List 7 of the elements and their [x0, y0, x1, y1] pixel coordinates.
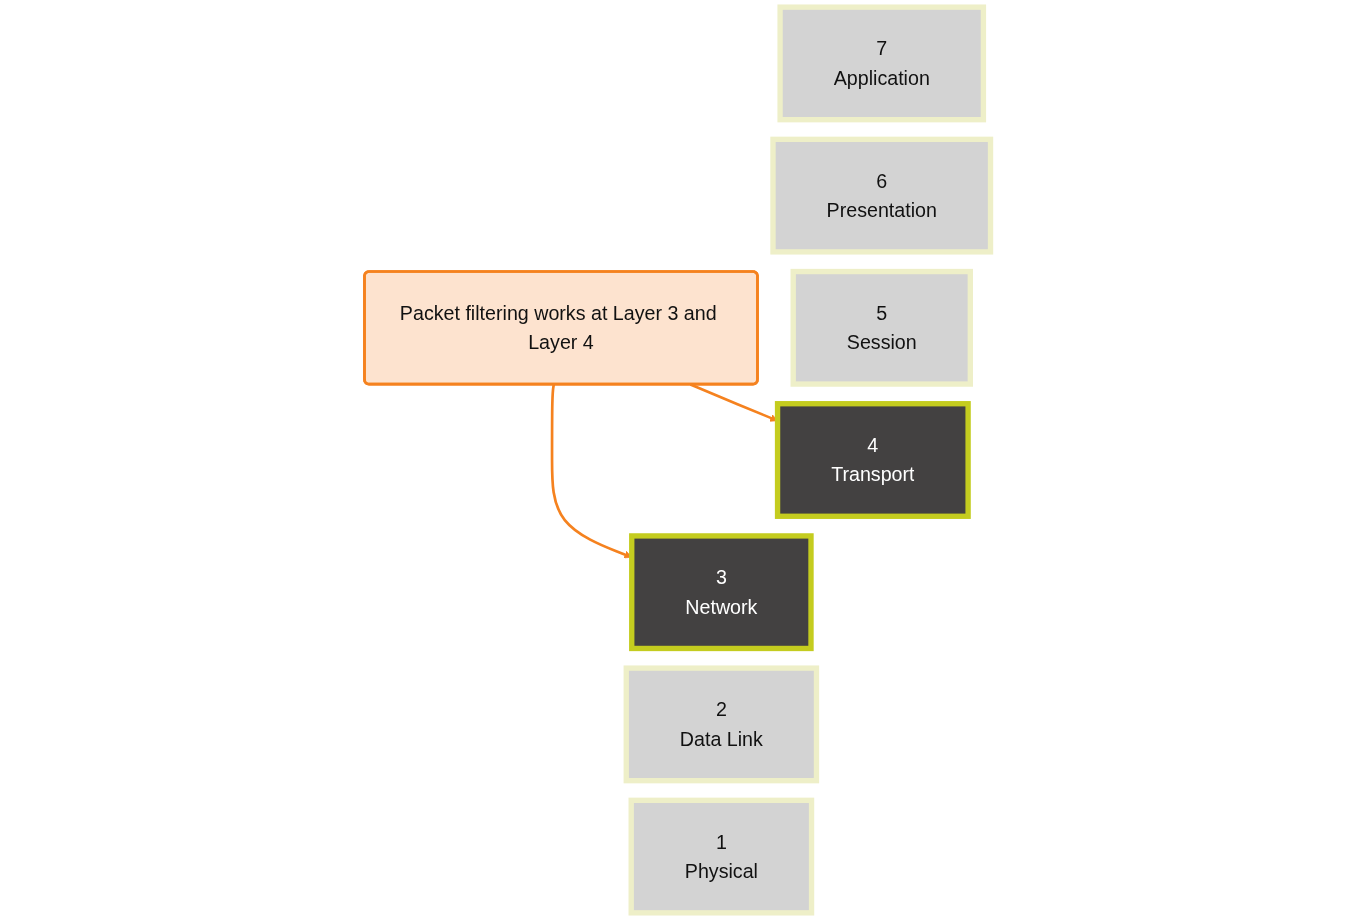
node-box: 1 Physical [628, 797, 815, 916]
node-box: 7 Application [777, 4, 987, 123]
node-box: 5 Session [790, 268, 973, 387]
node-box: 4 Transport [774, 401, 971, 519]
node-box: 6 Presentation [770, 136, 994, 255]
node-box: 3 Network [629, 533, 814, 652]
node-box: 2 Data Link [623, 665, 820, 784]
